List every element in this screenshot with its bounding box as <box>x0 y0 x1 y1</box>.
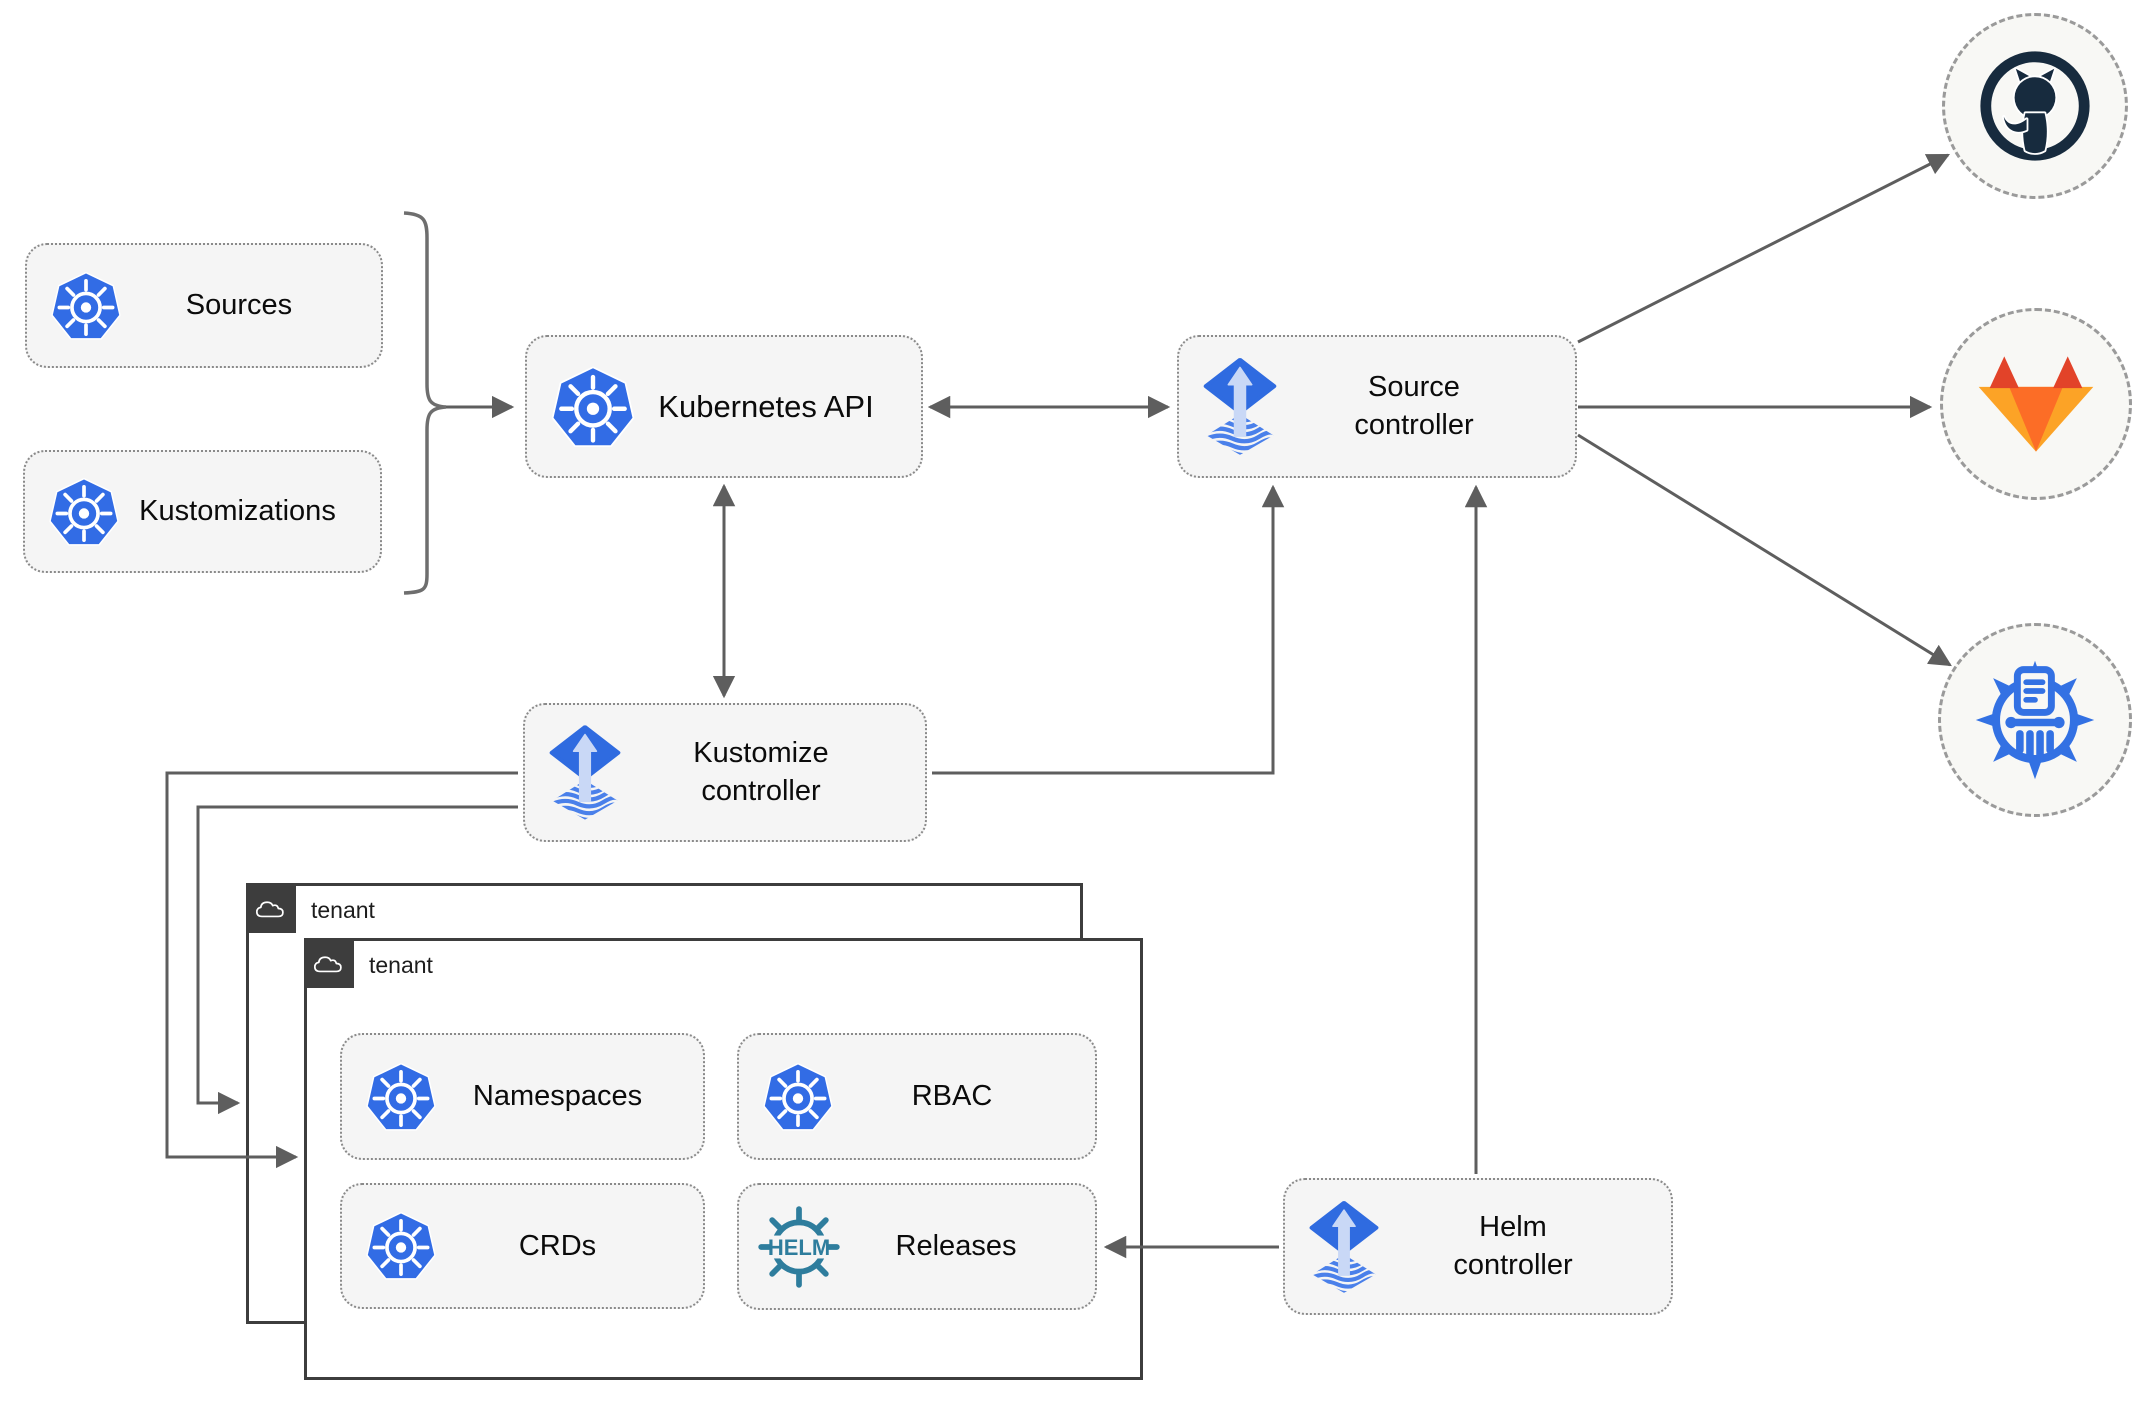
node-label-line1: Source <box>1368 370 1460 403</box>
flux-icon <box>547 725 623 820</box>
cloud-icon <box>254 896 288 921</box>
node-label: Namespaces <box>472 1080 643 1112</box>
kubernetes-icon <box>364 1209 438 1283</box>
node-label-line1: Kustomize <box>693 736 829 769</box>
helm-repository-icon <box>1975 660 2095 780</box>
github-icon <box>1980 51 2090 161</box>
node-label: Sources <box>185 289 293 321</box>
node-kustomize-controller: Kustomize controller <box>523 703 927 842</box>
kubernetes-icon <box>47 475 121 549</box>
node-releases: HELM Releases <box>737 1183 1097 1310</box>
kubernetes-icon <box>49 269 123 343</box>
node-label: Releases <box>895 1230 1017 1262</box>
cloud-icon <box>312 951 346 976</box>
helm-icon: HELM <box>755 1203 843 1291</box>
node-label: Kustomize controller <box>623 735 925 810</box>
node-rbac: RBAC <box>737 1033 1097 1160</box>
flux-icon <box>1201 358 1279 455</box>
node-sources: Sources <box>25 243 383 368</box>
flux-icon <box>1307 1201 1381 1293</box>
node-label-line1: Helm <box>1479 1210 1547 1243</box>
node-label-line2: controller <box>1453 1248 1573 1281</box>
brace-sources-group <box>403 211 447 595</box>
external-github <box>1942 13 2128 199</box>
node-namespaces: Namespaces <box>340 1033 705 1160</box>
node-crds: CRDs <box>340 1183 705 1309</box>
tenant-label: tenant <box>369 952 433 978</box>
tenant-badge <box>304 938 354 988</box>
node-label-line2: controller <box>701 774 821 807</box>
edge-source-controller-to-helm-repository <box>1577 433 1952 667</box>
node-kubernetes-api: Kubernetes API <box>525 335 923 478</box>
node-source-controller: Source controller <box>1177 335 1577 478</box>
node-label: CRDs <box>518 1229 597 1262</box>
node-label: Source controller <box>1279 369 1575 444</box>
external-gitlab <box>1940 308 2132 500</box>
node-label: RBAC <box>911 1080 993 1112</box>
tenant-label: tenant <box>311 897 375 923</box>
node-label-line2: controller <box>1354 408 1474 441</box>
node-label: Kustomizations <box>139 495 336 527</box>
node-label: Kubernetes API <box>658 388 874 424</box>
node-label: Helm controller <box>1381 1209 1671 1284</box>
kubernetes-icon <box>364 1060 438 1134</box>
node-kustomizations: Kustomizations <box>23 450 382 573</box>
node-helm-controller: Helm controller <box>1283 1178 1673 1315</box>
tenant-badge <box>246 883 296 933</box>
helm-icon-text: HELM <box>768 1234 830 1259</box>
gitlab-icon <box>1978 356 2094 452</box>
edge-source-controller-to-github <box>1577 153 1951 344</box>
kubernetes-icon <box>549 363 637 451</box>
external-helm-repository <box>1938 623 2132 817</box>
edge-kustomize-controller-to-source-controller <box>932 484 1285 775</box>
kubernetes-icon <box>761 1060 835 1134</box>
